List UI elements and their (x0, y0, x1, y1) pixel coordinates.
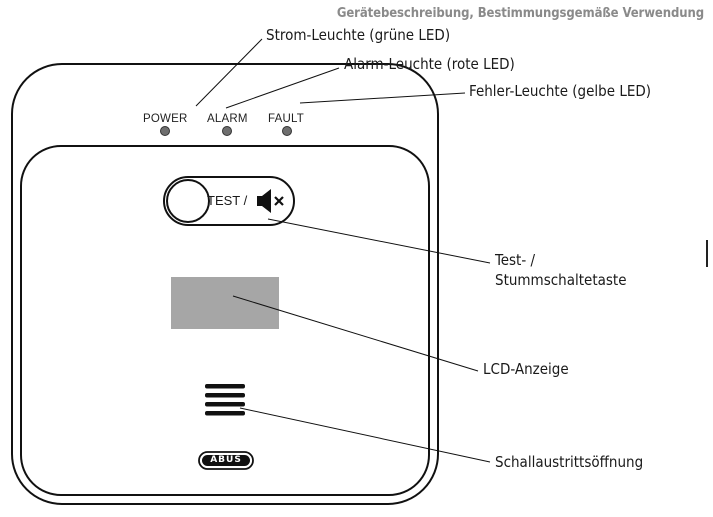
section-header: Gerätebeschreibung, Bestimmungsgemäße Ve… (336, 6, 704, 21)
abus-logo (198, 451, 254, 470)
test-button-label: TEST / (207, 193, 248, 208)
sound-outlet-leader (239, 407, 491, 463)
callout-alarm-led: Alarm-Leuchte (rote LED) (344, 55, 515, 73)
callout-sound-outlet: Schallaustrittsöffnung (495, 453, 644, 471)
sound-outlet-slots (205, 384, 245, 416)
callout-fault-led: Fehler-Leuchte (gelbe LED) (469, 82, 652, 100)
fault-led-leader (299, 92, 466, 104)
device-front-panel (20, 145, 430, 496)
test-button-leader (267, 218, 491, 264)
test-button-knob (166, 179, 210, 223)
speaker-mute-icon (257, 189, 284, 213)
lcd-leader (232, 295, 479, 372)
abus-logo-text: ABUS (210, 455, 242, 465)
alarm-led-leader (225, 67, 340, 109)
power-led (160, 126, 170, 136)
callout-power-led: Strom-Leuchte (grüne LED) (266, 26, 451, 44)
callout-lcd: LCD-Anzeige (483, 360, 569, 378)
lcd-display (171, 277, 279, 329)
page-side-mark (706, 240, 708, 267)
callout-test-button-line2: Stummschaltetaste (495, 271, 627, 289)
power-led-leader (195, 38, 263, 107)
device-outer-housing (11, 63, 439, 505)
callout-test-button-line1: Test- / (495, 251, 536, 269)
fault-led-label: FAULT (268, 113, 304, 125)
power-led-label: POWER (143, 113, 188, 125)
fault-led (282, 126, 292, 136)
alarm-led-label: ALARM (207, 113, 248, 125)
alarm-led (222, 126, 232, 136)
